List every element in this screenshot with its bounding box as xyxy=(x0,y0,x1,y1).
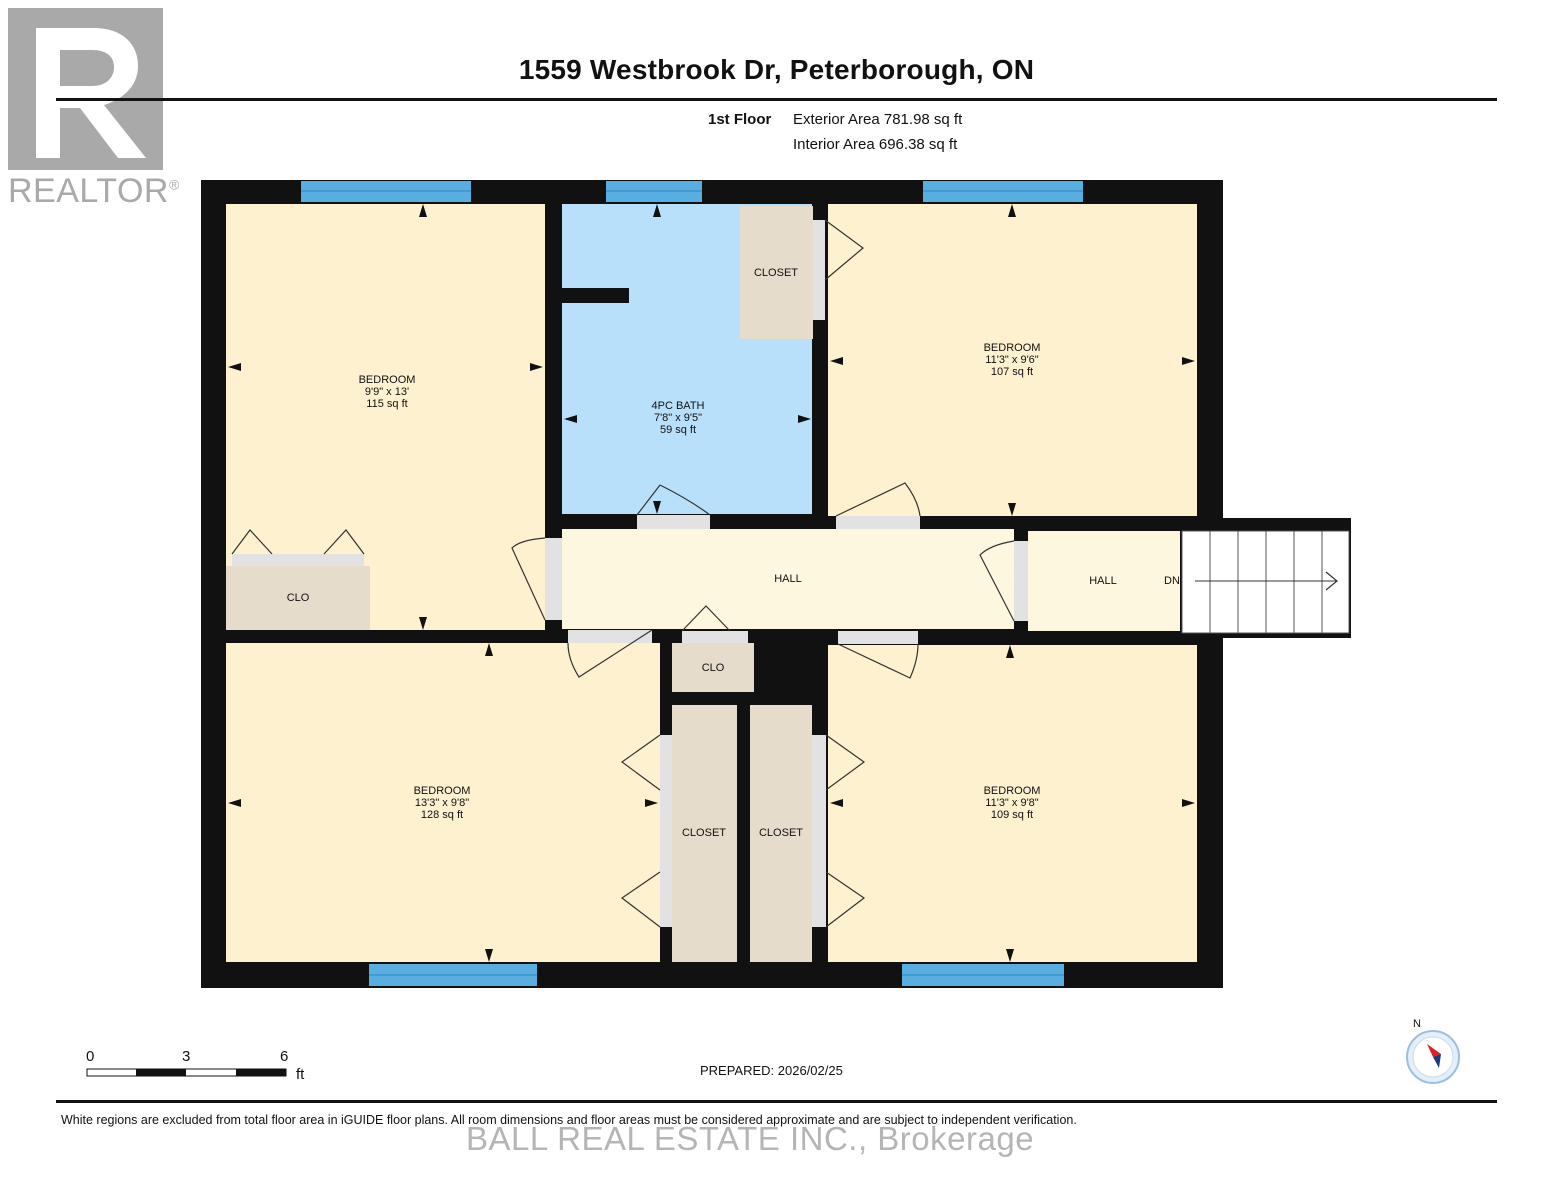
exterior-area: Exterior Area 781.98 sq ft xyxy=(793,111,963,128)
realtor-wordmark: REALTOR xyxy=(8,172,169,210)
scale-unit: ft xyxy=(296,1066,305,1083)
room-name: CLO xyxy=(286,592,310,604)
compass-north-label: N xyxy=(1413,1018,1421,1030)
room-dimensions: 11'3" x 9'6" xyxy=(985,354,1039,366)
room-area: 107 sq ft xyxy=(990,366,1034,378)
staircase xyxy=(1181,530,1350,634)
room-name: BEDROOM xyxy=(983,785,1041,797)
floor-label: 1st Floor xyxy=(708,111,772,128)
realtor-logo: REALTOR® xyxy=(8,8,183,213)
room-name: CLOSET xyxy=(753,267,799,279)
scale-label-6: 6 xyxy=(280,1048,289,1065)
room-bedroom-se xyxy=(828,645,1197,962)
header-divider xyxy=(56,98,1497,101)
registered-mark: ® xyxy=(168,176,180,193)
doors xyxy=(231,219,1028,928)
brokerage-watermark: BALL REAL ESTATE INC., Brokerage xyxy=(466,1120,1035,1157)
page-title: 1559 Westbrook Dr, Peterborough, ON xyxy=(518,54,1035,85)
room-name: 4PC BATH xyxy=(651,400,705,412)
room-label-bedroom-ne: BEDROOM 11'3" x 9'6" 107 sq ft xyxy=(984,342,1041,378)
room-dimensions: 13'3" x 9'8" xyxy=(414,797,470,809)
room-label-closet-s2: CLOSET xyxy=(759,827,803,839)
room-label-closet-n: CLOSET xyxy=(754,267,798,279)
room-closet-n xyxy=(740,206,813,339)
room-hall-main xyxy=(562,529,1014,629)
room-name: CLO xyxy=(701,662,725,674)
room-label-bath: 4PC BATH 7'8" x 9'5" 59 sq ft xyxy=(652,400,705,436)
room-dimensions: 11'3" x 9'8" xyxy=(985,797,1039,809)
room-name: BEDROOM xyxy=(358,374,416,386)
compass-icon xyxy=(1406,1030,1460,1084)
room-clo-w xyxy=(226,566,370,630)
room-name: HALL xyxy=(1089,575,1117,587)
windows xyxy=(301,181,1083,986)
bath-partition xyxy=(562,288,629,303)
room-bedroom-ne xyxy=(828,204,1197,516)
footer-divider xyxy=(56,1100,1497,1103)
room-name: BEDROOM xyxy=(983,342,1041,354)
room-name: CLOSET xyxy=(758,827,804,839)
room-area: 128 sq ft xyxy=(420,809,464,821)
room-label-hall-east: HALL xyxy=(1089,575,1117,587)
realtor-r-icon xyxy=(8,8,163,170)
room-closet-s1 xyxy=(672,705,737,962)
room-area: 109 sq ft xyxy=(990,809,1034,821)
scale-label-3: 3 xyxy=(182,1048,191,1065)
room-dimensions: 7'8" x 9'5" xyxy=(653,412,703,424)
scale-bar-graphic xyxy=(86,1068,287,1077)
room-label-closet-s1: CLOSET xyxy=(682,827,726,839)
interior-area: Interior Area 696.38 sq ft xyxy=(793,136,958,153)
scale-label-0: 0 xyxy=(86,1048,95,1065)
room-name: BEDROOM xyxy=(413,785,471,797)
room-area: 59 sq ft xyxy=(659,424,697,436)
room-label-clo-w: CLO xyxy=(287,592,310,604)
room-label-bedroom-se: BEDROOM 11'3" x 9'8" 109 sq ft xyxy=(984,785,1041,821)
scale-bar: 0 3 6 ft xyxy=(84,1046,324,1086)
room-label-hall-main: HALL xyxy=(774,573,802,585)
room-dimensions: 9'9" x 13' xyxy=(364,386,410,398)
room-name: HALL xyxy=(774,573,802,585)
room-hall-east xyxy=(1028,531,1180,631)
room-bedroom-sw xyxy=(226,643,660,962)
disclaimer-text: White regions are excluded from total fl… xyxy=(61,1113,1077,1127)
room-label-bedroom-nw: BEDROOM 9'9" x 13' 115 sq ft xyxy=(359,374,416,410)
room-label-bedroom-sw: BEDROOM 13'3" x 9'8" 128 sq ft xyxy=(414,785,471,821)
prepared-date: PREPARED: 2026/02/25 xyxy=(700,1063,843,1078)
room-area: 115 sq ft xyxy=(366,398,408,410)
room-clo-mid xyxy=(672,643,754,692)
dimension-arrows xyxy=(228,204,1195,962)
room-name: CLOSET xyxy=(681,827,727,839)
room-closet-s2 xyxy=(750,705,812,962)
room-label-clo-mid: CLO xyxy=(702,662,725,674)
compass: N xyxy=(1403,1016,1465,1086)
stair-direction-label: DN xyxy=(1164,575,1180,587)
